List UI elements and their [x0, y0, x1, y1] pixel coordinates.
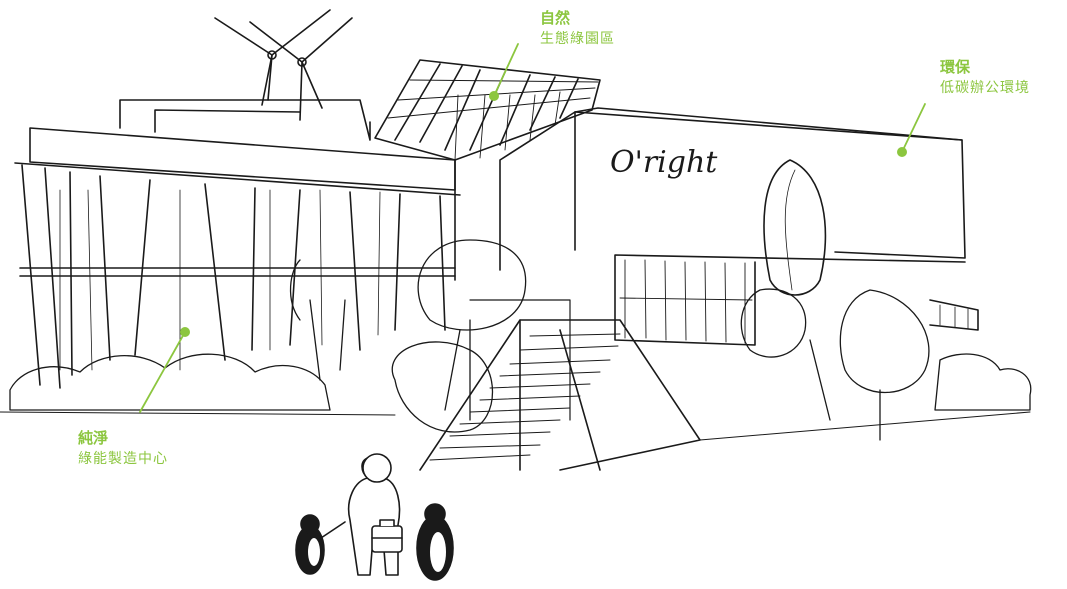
leader-eco	[901, 103, 926, 153]
callout-pure-subtitle: 綠能製造中心	[78, 451, 168, 467]
callout-nature-subtitle: 生態綠園區	[540, 31, 615, 47]
bear-with-briefcase	[348, 453, 403, 576]
small-penguin	[295, 514, 346, 575]
staircase	[419, 299, 701, 471]
leader-dot-eco	[897, 147, 907, 157]
large-penguin	[416, 503, 454, 581]
callout-leaders	[139, 43, 926, 413]
callout-nature-title: 自然	[540, 9, 571, 27]
callout-eco-subtitle: 低碳辦公環境	[940, 80, 1030, 96]
leader-nature	[493, 43, 519, 97]
leader-dot-nature	[489, 91, 499, 101]
callout-eco: 環保 低碳辦公環境	[940, 57, 1030, 99]
callout-nature: 自然 生態綠園區	[540, 8, 615, 50]
wind-turbines	[214, 9, 353, 121]
brand-sign: O'right	[610, 145, 718, 180]
leader-dot-pure	[180, 327, 190, 337]
office-building	[574, 107, 979, 346]
callout-pure: 純淨 綠能製造中心	[78, 428, 168, 470]
trees-and-shrubs	[9, 239, 1032, 441]
leader-pure	[139, 331, 186, 413]
characters	[295, 453, 454, 581]
trellis-roof	[374, 59, 601, 161]
callout-eco-title: 環保	[940, 58, 971, 76]
callout-pure-title: 純淨	[78, 429, 109, 447]
